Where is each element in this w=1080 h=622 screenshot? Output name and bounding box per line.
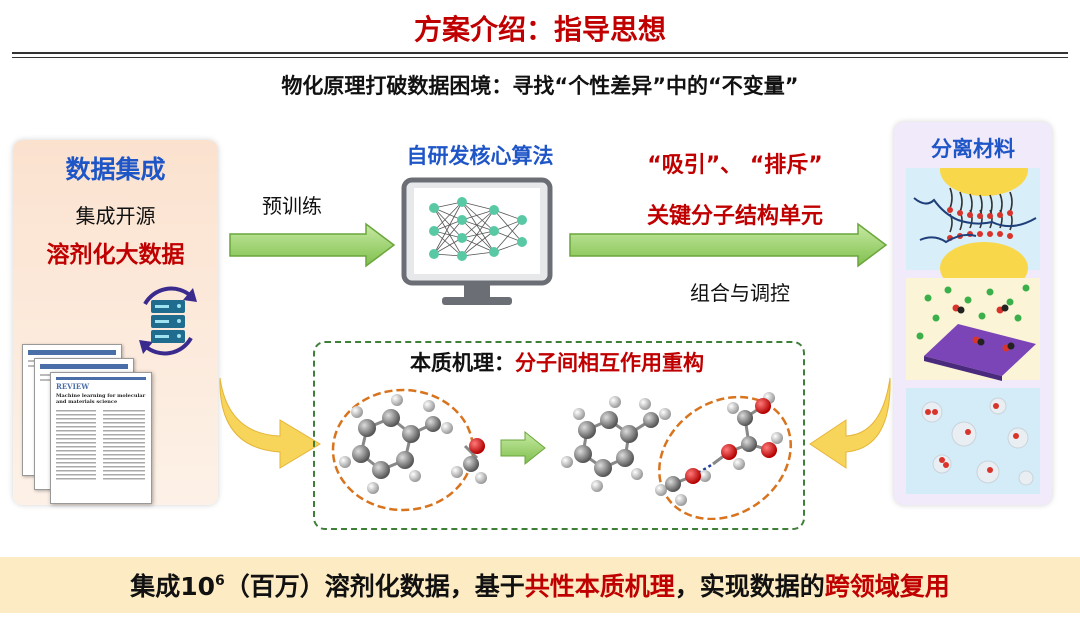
mechanism-highlight: 分子间相互作用重构 — [515, 351, 704, 375]
paper-text-lines — [56, 410, 145, 480]
core-algorithm-label: 自研发核心算法 — [406, 144, 554, 168]
data-integration-heading: 数据集成 — [65, 155, 166, 184]
neural-network-monitor-icon — [401, 177, 553, 305]
combine-arrow — [569, 222, 888, 268]
mechanism-prefix: 本质机理： — [410, 351, 515, 375]
left-curved-arrow — [219, 377, 321, 469]
attract-repel-label: “吸引”、 “排斥” — [647, 153, 823, 178]
page-title: 方案介绍：指导思想 — [413, 13, 666, 46]
right-curved-arrow — [809, 377, 891, 469]
conclusion-text: 集成106（百万）溶剂化数据，基于共性本质机理，实现数据的跨领域复用 — [0, 567, 1080, 603]
key-structural-units-label: 关键分子结构单元 — [646, 204, 823, 229]
conclusion-highlight-1: 共性本质机理 — [524, 572, 675, 601]
mechanism-title: 本质机理：分子间相互作用重构 — [313, 347, 801, 377]
conclusion-part3: ，实现数据的 — [674, 572, 825, 601]
molecule-illustration — [331, 388, 792, 520]
solvation-big-data-label: 溶剂化大数据 — [46, 242, 185, 268]
paper-front: REVIEW Machine learning for molecular an… — [50, 372, 152, 504]
conclusion-highlight-2: 跨领域复用 — [824, 572, 950, 601]
paper-review-label: REVIEW — [56, 382, 90, 391]
integrate-open-source-label: 集成开源 — [75, 204, 156, 228]
separation-materials-heading: 分离材料 — [931, 137, 1015, 161]
conclusion-part1: 集成10 — [130, 572, 215, 601]
combine-regulate-label: 组合与调控 — [690, 281, 790, 305]
after-ellipse — [658, 395, 792, 520]
page-subtitle: 物化原理打破数据困境：寻找“个性差异”中的“不变量” — [281, 74, 799, 98]
title-rule — [12, 52, 1068, 54]
paper-title: Machine learning for molecular and mater… — [56, 393, 146, 405]
conclusion-part2: （百万）溶剂化数据，基于 — [224, 572, 525, 601]
title-rule-thin — [12, 57, 1068, 58]
pretrain-arrow — [229, 222, 396, 268]
conclusion-bar — [0, 557, 1080, 613]
database-sync-icon — [139, 286, 197, 356]
pretrain-label: 预训练 — [262, 194, 322, 218]
mechanism-box — [313, 341, 805, 530]
conclusion-exponent: 6 — [214, 573, 225, 589]
separation-material-images — [906, 168, 1040, 494]
